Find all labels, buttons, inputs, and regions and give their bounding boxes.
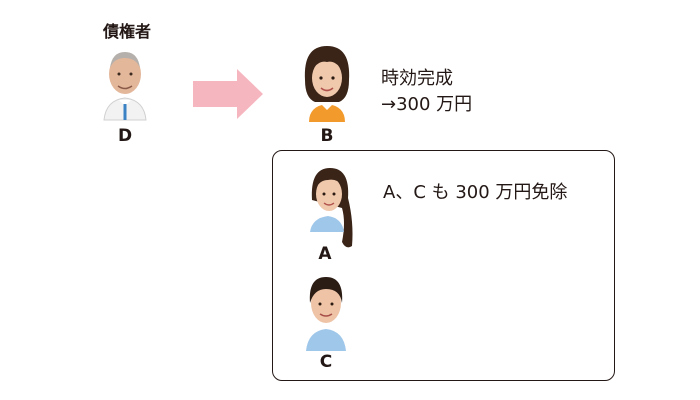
person-c-label: C	[319, 352, 333, 372]
box-note: A、C も 300 万円免除	[383, 182, 568, 203]
creditor-label: 債権者	[102, 22, 151, 41]
person-c-icon	[306, 277, 346, 351]
b-note-line1: 時効完成	[381, 68, 453, 89]
person-d-label: D	[117, 126, 133, 146]
person-a-label: A	[318, 244, 332, 264]
joint-obligors-box	[272, 150, 615, 381]
person-b-label: B	[320, 126, 334, 146]
arrow-right-icon	[193, 69, 263, 119]
person-d-icon	[103, 52, 147, 121]
b-note-line2: →300 万円	[381, 94, 473, 115]
b-note: 時効完成 →300 万円	[381, 66, 472, 118]
person-a-icon	[310, 168, 353, 248]
person-b-icon	[304, 46, 350, 122]
